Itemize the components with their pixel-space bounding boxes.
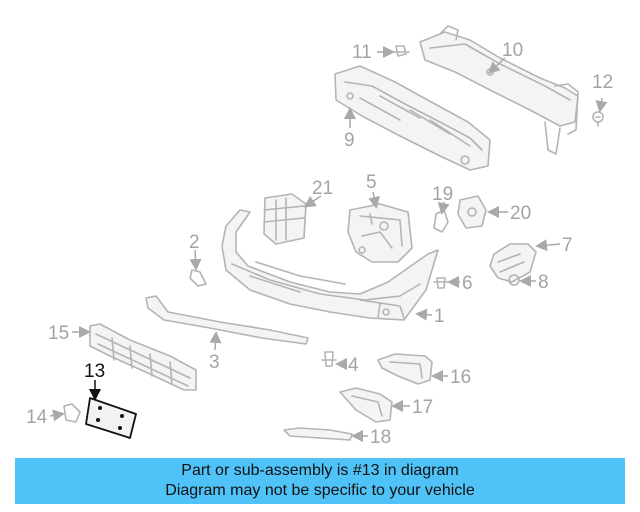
callout-5: 5 [366,172,377,193]
fog-bezel-part-16 [377,353,433,385]
spoiler-strip-part [145,295,309,345]
callout-13: 13 [84,361,105,382]
sensor-block-part [263,193,307,245]
callout-1: 1 [434,306,445,327]
fog-cover-part-17 [339,387,393,423]
grille-part [89,323,197,391]
callout-21: 21 [312,178,333,199]
callout-7: 7 [562,235,573,256]
bracket-part-5 [347,203,413,263]
callout-6: 6 [462,273,473,294]
clip-part-2 [189,269,207,287]
bolt-part-11 [392,45,410,57]
side-bracket-part-7 [489,243,537,283]
energy-absorber-part [334,65,491,171]
callout-12: 12 [592,72,613,93]
clip-part-19 [433,209,449,233]
callout-19: 19 [432,184,453,205]
callout-16: 16 [450,367,471,388]
screw-part-6 [433,277,449,289]
license-bracket-part-13 [85,397,137,439]
leader-lines [49,46,608,442]
callout-4: 4 [348,355,359,376]
callout-2: 2 [189,232,200,253]
callout-15: 15 [48,323,69,344]
bracket-part-20 [457,195,487,229]
screw-part-4 [321,351,337,367]
callout-3: 3 [209,352,220,373]
banner-line-2: Diagram may not be specific to your vehi… [165,482,475,499]
bumper-cover-part [221,209,439,321]
info-banner: Part or sub-assembly is #13 in diagram D… [15,458,625,504]
parts-diagram: 11 10 12 9 21 5 19 20 2 7 6 8 1 15 3 4 1… [26,25,613,448]
callout-18: 18 [370,427,391,448]
trim-strip-part-18 [283,427,353,441]
banner-line-1: Part or sub-assembly is #13 in diagram [181,462,459,479]
callout-10: 10 [502,40,523,61]
clip-part-12 [592,111,604,127]
callout-17: 17 [412,397,433,418]
callout-9: 9 [344,130,355,151]
callout-14: 14 [26,407,48,428]
callout-20: 20 [510,203,531,224]
clip-part-14 [63,403,81,423]
callout-8: 8 [538,272,549,293]
callout-11: 11 [352,42,372,63]
